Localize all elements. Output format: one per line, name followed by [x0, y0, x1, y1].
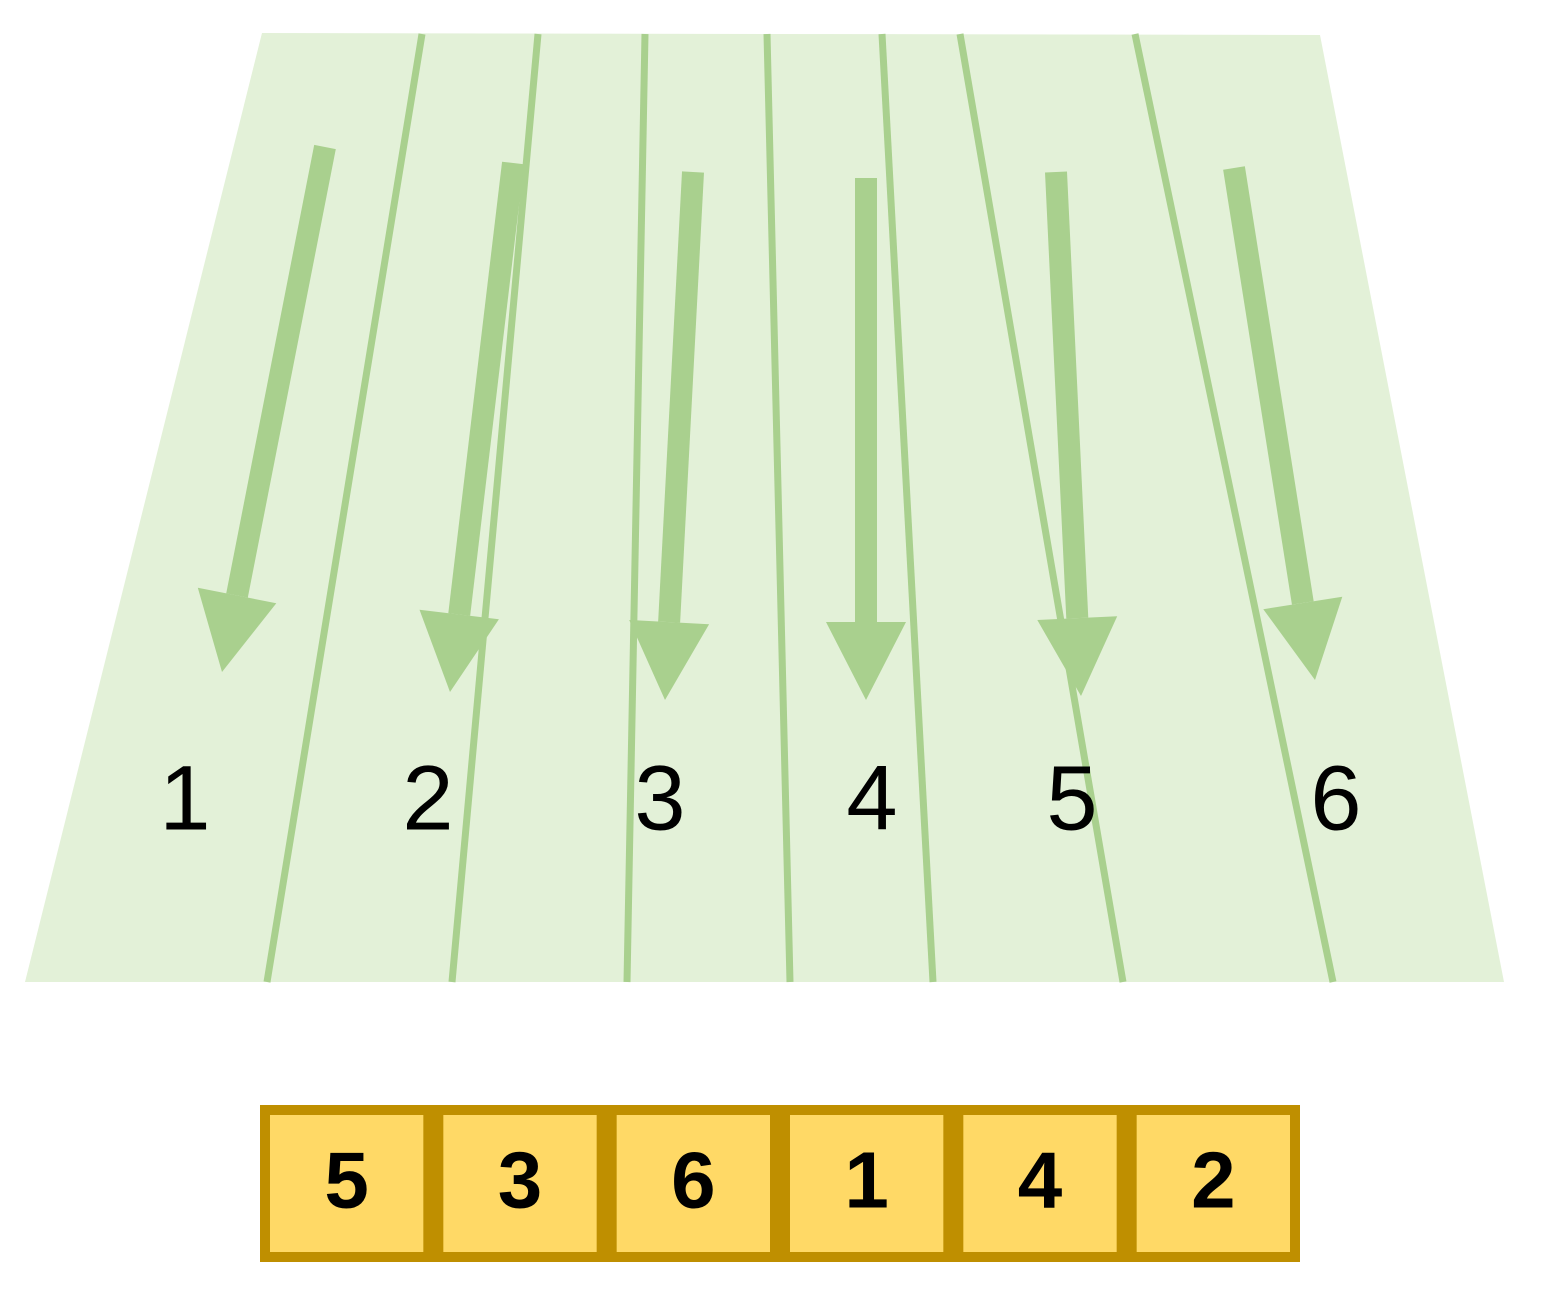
slot-value-4: 1 — [844, 1136, 889, 1225]
lane-number-label-5: 5 — [1046, 747, 1097, 849]
slot-cell-1[interactable] — [270, 1115, 424, 1252]
slot-value-6: 2 — [1191, 1136, 1236, 1225]
lane-arrow-head-2 — [419, 609, 499, 692]
lane-arrow-shaft-5 — [1045, 171, 1089, 619]
lane-arrow-head-3 — [629, 620, 710, 700]
lane-divider-1 — [263, 33, 426, 983]
lane-divider-extra-1 — [1131, 33, 1337, 983]
slot-value-3: 6 — [671, 1136, 716, 1225]
lane-arrow-head-1 — [197, 587, 277, 672]
lane-divider-6 — [956, 33, 1127, 983]
lane-arrow-shaft-3 — [658, 171, 704, 623]
slot-cell-6[interactable] — [1136, 1115, 1290, 1252]
lane-arrow-head-6 — [1263, 596, 1343, 680]
lane-arrow-shaft-1 — [226, 144, 336, 598]
lane-divider-5 — [878, 33, 937, 983]
slot-row-group[interactable]: 5 3 6 1 4 2 — [260, 1105, 1300, 1262]
lane-label-group: 1 2 3 4 5 6 — [159, 747, 1361, 849]
lane-number-label-3: 3 — [634, 747, 685, 849]
slot-cell-5[interactable] — [963, 1115, 1117, 1252]
lane-divider-2 — [448, 33, 542, 983]
slot-value-1: 5 — [324, 1136, 369, 1225]
lane-arrow-head-4 — [826, 622, 906, 700]
lane-number-label-4: 4 — [846, 747, 897, 849]
slot-cell-2[interactable] — [443, 1115, 597, 1252]
lane-divider-3 — [623, 33, 649, 983]
lane-arrow-shaft-6 — [1223, 166, 1314, 605]
green-field — [25, 33, 1504, 982]
slot-value-2: 3 — [498, 1136, 543, 1225]
lane-number-label-6: 6 — [1310, 747, 1361, 849]
slot-row-border — [260, 1105, 1300, 1262]
lane-divider-4 — [763, 33, 794, 983]
slot-cell-4[interactable] — [790, 1115, 944, 1252]
slot-cell-3[interactable] — [616, 1115, 770, 1252]
lane-number-label-1: 1 — [159, 747, 210, 849]
lane-arrow-head-5 — [1037, 616, 1118, 696]
lane-arrow-group — [197, 144, 1343, 700]
lane-number-label-2: 2 — [402, 747, 453, 849]
lane-arrow-shaft-2 — [448, 161, 524, 616]
lane-divider-group — [263, 33, 1337, 983]
slot-value-5: 4 — [1018, 1136, 1063, 1225]
